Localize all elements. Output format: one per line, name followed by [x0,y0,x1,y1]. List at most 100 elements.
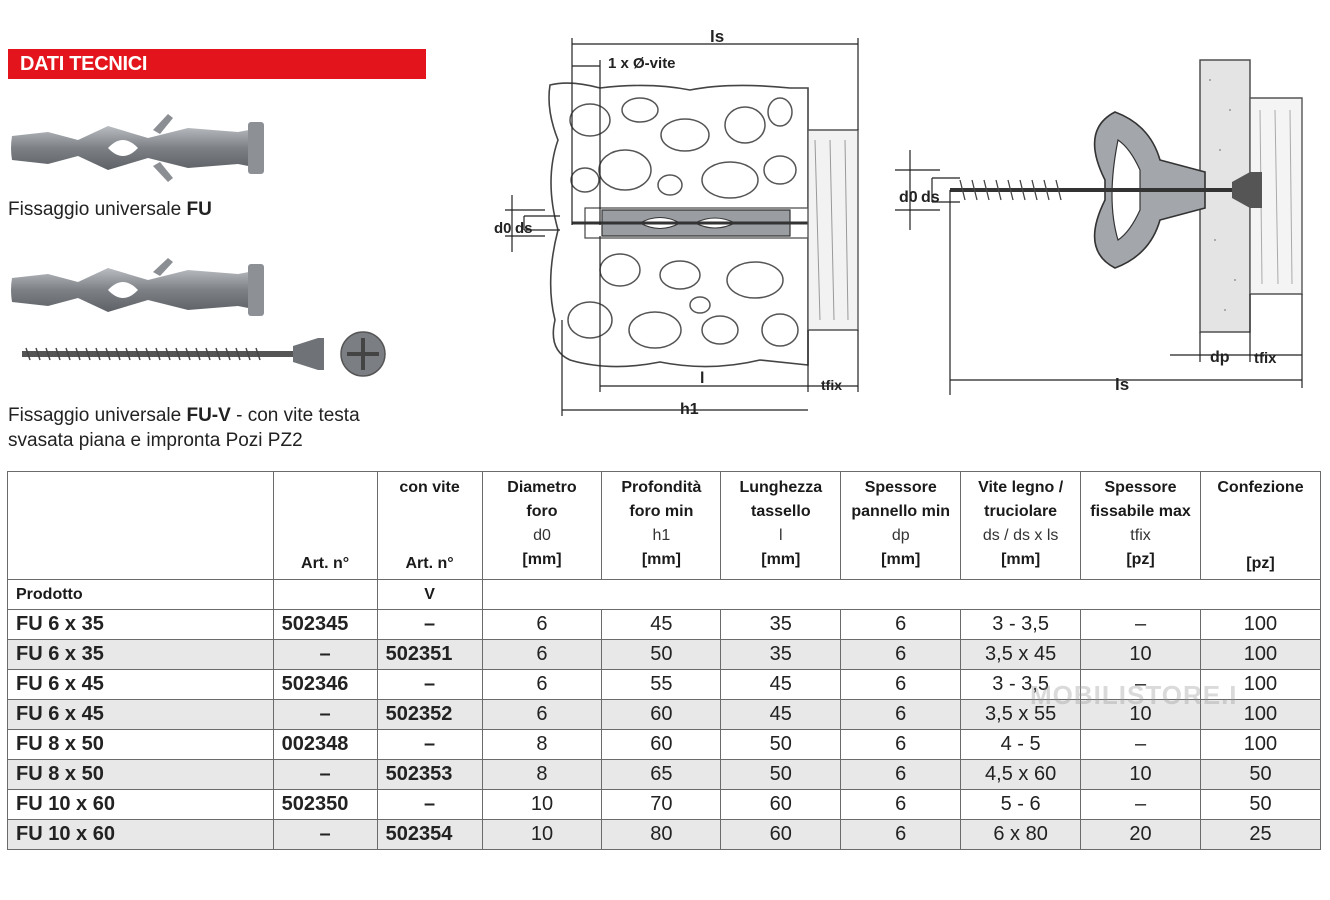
header-profondita: Profondità foro min h1 [mm] [601,471,722,580]
cell-l: 45 [720,669,842,700]
header-artno-v-label: Art. n° [405,555,454,572]
cell-art: – [272,759,378,790]
cell-artv: 502351 [376,639,483,670]
fu-caption-text: Fissaggio universale [8,199,187,220]
dp-label: dp [1210,349,1230,366]
header-fix-sym: tfix [1130,527,1151,544]
cell-dp: 6 [840,609,962,640]
h1-label: h1 [680,401,699,418]
l-label: l [700,370,704,387]
cell-tfix: – [1080,729,1201,760]
cell-h1: 50 [601,639,722,670]
cell-art: 502345 [272,609,378,640]
header-profondita-unit: [mm] [641,551,681,568]
fu-v-caption-line2: svasata piana e impronta Pozi PZ2 [8,430,303,451]
technical-data-table: Art. n° con vite Art. n° Diametro foro d… [7,471,1322,850]
subheader-v: V [376,579,483,610]
cell-art: 502346 [272,669,378,700]
cell-conf: 100 [1199,609,1322,640]
cell-artv: – [376,609,483,640]
cell-prod: FU 10 x 60 [7,789,274,820]
ls-label-right: ls [1115,375,1129,394]
d0-label-left: d0 [494,220,512,237]
header-diametro-l2: foro [526,503,558,520]
cell-dp: 6 [840,759,962,790]
cell-art: – [272,819,378,850]
screw-diameter-label: 1 x Ø-vite [608,55,676,72]
cell-vite: 4,5 x 60 [960,759,1082,790]
tfix-label-left: tfix [821,377,842,393]
fu-v-caption-bold: FU-V [186,405,231,426]
cell-art: – [272,639,378,670]
header-artno: Art. n° [272,471,378,580]
header-artno-v: con vite Art. n° [376,471,483,580]
ls-label-left: ls [710,30,724,46]
fu-v-anchor-image [11,258,386,377]
header-diametro: Diametro foro d0 [mm] [481,471,603,580]
cell-l: 60 [720,789,842,820]
cell-d0: 6 [481,699,603,730]
header-lunghezza-sym: l [779,527,783,544]
table-subheader-row: Prodotto V [7,579,1322,610]
cell-l: 35 [720,609,842,640]
header-con-vite: con vite [399,479,460,496]
cell-prod: FU 10 x 60 [7,819,274,850]
fu-caption: Fissaggio universale FU [8,197,212,222]
header-product [7,471,274,580]
section-banner: DATI TECNICI [8,49,426,79]
header-spessore-fissabile: Spessore fissabile max tfix [pz] [1080,471,1201,580]
cell-vite: 3,5 x 55 [960,699,1082,730]
header-spessore-l2: pannello min [851,503,951,520]
cell-vite: 6 x 80 [960,819,1082,850]
cell-h1: 60 [601,699,722,730]
cell-tfix: – [1080,789,1201,820]
header-vite-unit: [mm] [1001,551,1041,568]
cell-d0: 10 [481,789,603,820]
cell-tfix: 20 [1080,819,1201,850]
cell-l: 50 [720,729,842,760]
cell-artv: 502354 [376,819,483,850]
cell-tfix: 10 [1080,639,1201,670]
cell-prod: FU 8 x 50 [7,759,274,790]
cell-art: 002348 [272,729,378,760]
installation-drawing-solid: ls 1 x Ø-vite l h1 tfix d0 ds [494,30,859,418]
cell-l: 45 [720,699,842,730]
subheader-prodotto: Prodotto [7,579,274,610]
header-vite-l2: truciolare [984,503,1058,520]
cell-dp: 6 [840,639,962,670]
header-conf-unit: [pz] [1246,555,1275,572]
cell-l: 50 [720,759,842,790]
watermark: MOBILISTORE.I [1030,680,1238,710]
cell-h1: 65 [601,759,722,790]
cell-vite: 3 - 3,5 [960,609,1082,640]
cell-h1: 60 [601,729,722,760]
cell-d0: 8 [481,729,603,760]
header-spessore-l1: Spessore [864,479,937,496]
header-vite-l1: Vite legno / [978,479,1064,496]
fu-v-caption-rest: - con vite testa [230,405,360,426]
tfix-label-right: tfix [1254,350,1277,367]
cell-prod: FU 8 x 50 [7,729,274,760]
cell-h1: 45 [601,609,722,640]
cell-vite: 5 - 6 [960,789,1082,820]
subheader-empty-1 [272,579,378,610]
cell-prod: FU 6 x 35 [7,609,274,640]
header-spessore-pannello: Spessore pannello min dp [mm] [840,471,962,580]
header-spessore-sym: dp [891,527,910,544]
header-conf-l1: Confezione [1217,479,1304,496]
cell-d0: 8 [481,759,603,790]
cell-art: – [272,699,378,730]
cell-artv: 502353 [376,759,483,790]
cell-l: 35 [720,639,842,670]
header-lunghezza-l1: Lunghezza [739,479,823,496]
cell-h1: 70 [601,789,722,820]
cell-conf: 50 [1199,789,1322,820]
cell-vite: 4 - 5 [960,729,1082,760]
cell-vite: 3 - 3,5 [960,669,1082,700]
header-diametro-unit: [mm] [522,551,562,568]
